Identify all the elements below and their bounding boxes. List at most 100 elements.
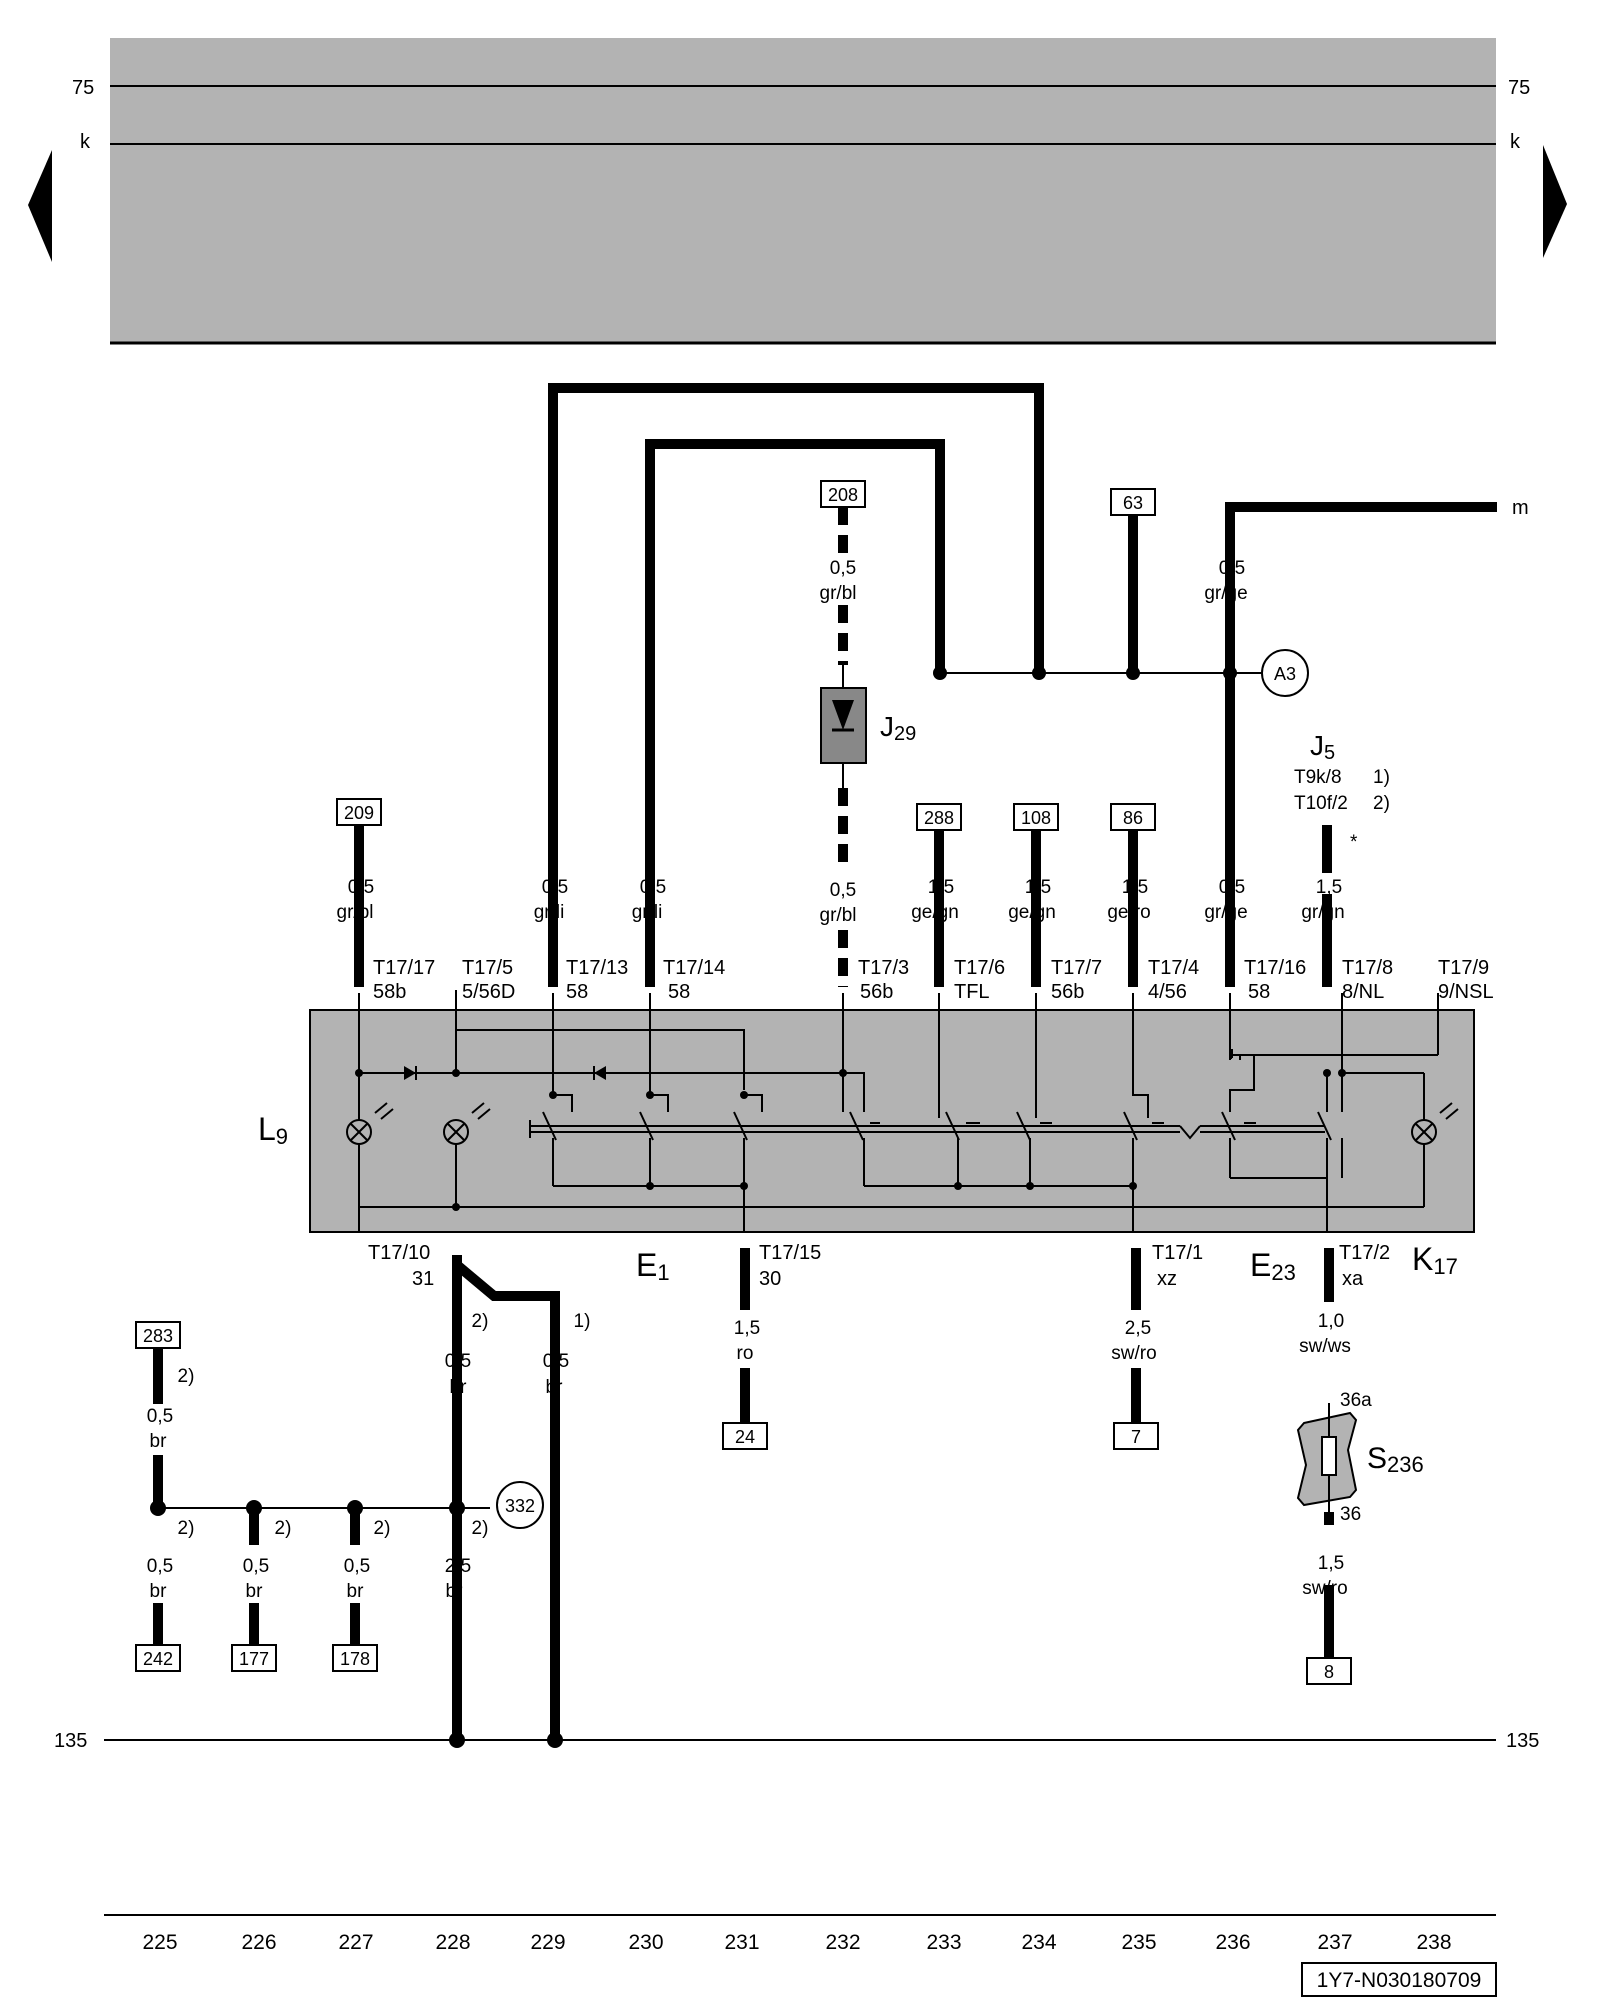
wire-note: 2) (178, 1518, 195, 1539)
pin-label: T17/8 (1342, 957, 1393, 979)
wire-label-color: gr/ge (1204, 902, 1247, 923)
diode-icon (832, 700, 854, 730)
wire-label-color: sw/ro (1111, 1343, 1156, 1364)
ref-box-63[interactable]: 63 (1110, 488, 1156, 516)
wire-label-color: gr/gn (1301, 902, 1344, 923)
switch-e1-label: E1 (636, 1247, 670, 1285)
column-numbers: 225 226 227 228 229 230 231 232 233 234 … (142, 1931, 1451, 1954)
column-number: 227 (338, 1931, 373, 1954)
ref-box-177-label: 177 (239, 1649, 269, 1669)
pin-term: 58 (668, 981, 690, 1003)
pin-term: 9/NSL (1438, 981, 1494, 1003)
wire-label-size: 0,5 (830, 558, 856, 579)
ref-box-178[interactable]: 178 (332, 1644, 378, 1672)
ref-box-178-label: 178 (340, 1649, 370, 1669)
ref-box-86[interactable]: 86 (1110, 803, 1156, 831)
pin-term: 56b (860, 981, 893, 1003)
lamp-k17-label: K17 (1412, 1241, 1458, 1279)
ref-box-283[interactable]: 283 (135, 1321, 181, 1349)
wire-label-size: 0,5 (1219, 877, 1245, 898)
wire-label-size: 0,5 (445, 1351, 471, 1372)
ref-circle-332 (496, 1481, 544, 1529)
lamp-icon (346, 1102, 394, 1145)
ref-box-108-label: 108 (1021, 808, 1051, 828)
wire-label-size: 1,5 (734, 1318, 760, 1339)
diagram-id-box (1301, 1962, 1497, 1997)
wire-label-size: 0,5 (147, 1406, 173, 1427)
top-wiring (548, 383, 1497, 987)
ref-box-242[interactable]: 242 (135, 1644, 181, 1672)
column-number: 229 (530, 1931, 565, 1954)
pin-label: T17/9 (1438, 957, 1489, 979)
wire-label-size: 1,5 (1025, 877, 1051, 898)
ref-circle-332-label: 332 (505, 1496, 535, 1516)
ref-box-208[interactable]: 208 (820, 480, 866, 508)
j5-connector-1: T9k/8 (1294, 767, 1342, 788)
fuse-pin-out: 36 (1340, 1504, 1361, 1525)
column-number: 237 (1317, 1931, 1352, 1954)
pin-term: 30 (759, 1268, 781, 1290)
diagram-id: 1Y7-N030180709 (1317, 1969, 1482, 1992)
ref-box-209[interactable]: 209 (336, 798, 382, 826)
column-number: 228 (435, 1931, 470, 1954)
ref-box-108[interactable]: 108 (1013, 803, 1059, 831)
light-switch-e1 (309, 1009, 1475, 1233)
wire-m (1225, 502, 1497, 987)
ref-box-288[interactable]: 288 (916, 803, 962, 831)
wire-label-color: br (246, 1581, 264, 1602)
wire-label-size: 0,5 (1219, 558, 1245, 579)
ref-box-177[interactable]: 177 (231, 1644, 277, 1672)
pin-label: T17/2 (1339, 1242, 1390, 1264)
diode-icon (594, 1066, 606, 1080)
rail-k-label-right: k (1510, 131, 1521, 153)
pin-label: T17/1 (1152, 1242, 1203, 1264)
ref-box-8[interactable]: 8 (1306, 1657, 1352, 1685)
ref-circle-a3-label: A3 (1274, 664, 1296, 684)
wire-label-color: gr/bl (820, 583, 857, 604)
rail-k-label-left: k (80, 131, 91, 153)
switch-junctions (355, 1069, 1346, 1211)
column-number: 233 (926, 1931, 961, 1954)
j5-star: * (1350, 832, 1358, 853)
ref-circle-a3 (1261, 649, 1309, 697)
ref-box-86-label: 86 (1123, 808, 1143, 828)
wire-note: 2) (472, 1518, 489, 1539)
pin-term: 5/56D (462, 981, 515, 1003)
wire-label-color: ge/ro (1107, 902, 1150, 923)
ref-box-8-label: 8 (1324, 1662, 1334, 1682)
pin-label: T17/6 (954, 957, 1005, 979)
pin-term: xa (1342, 1268, 1364, 1290)
j5-connector-2: T10f/2 (1294, 793, 1348, 814)
ref-box-288-label: 288 (924, 808, 954, 828)
ref-box-63-label: 63 (1123, 493, 1143, 513)
rail-75-label-left: 75 (72, 77, 94, 99)
wire-label-color: sw/ro (1302, 1578, 1347, 1599)
j5-label: J5 (1310, 730, 1335, 764)
lower-wiring (153, 1248, 1334, 1740)
column-number: 226 (241, 1931, 276, 1954)
ref-box-24[interactable]: 24 (722, 1422, 768, 1450)
next-page-arrow-icon[interactable] (1543, 145, 1567, 258)
column-number: 236 (1215, 1931, 1250, 1954)
wire-note: 2) (472, 1311, 489, 1332)
ref-box-7[interactable]: 7 (1113, 1422, 1159, 1450)
wire-label-color: gr/ge (1204, 583, 1247, 604)
pin-label: T17/15 (759, 1242, 821, 1264)
pin-term: 31 (412, 1268, 434, 1290)
wire-label-color: ge/gn (911, 902, 959, 923)
prev-page-arrow-icon[interactable] (28, 150, 52, 262)
pin-label: T17/4 (1148, 957, 1199, 979)
pin-term: xz (1157, 1268, 1177, 1290)
pin-label: T17/16 (1244, 957, 1306, 979)
switch-contacts (542, 1111, 1332, 1141)
pin-label: T17/3 (858, 957, 909, 979)
wire-label-size: 0,5 (830, 880, 856, 901)
wire-label-size: 2,5 (445, 1556, 471, 1577)
column-number: 230 (628, 1931, 663, 1954)
wire-label-color: br (347, 1581, 365, 1602)
top-wire-labels: 0,5gr/bl 0,5gr/li 0,5gr/li 0,5gr/bl 1,5g… (337, 558, 1345, 926)
pin-label: T17/7 (1051, 957, 1102, 979)
wire-loop-inner (645, 439, 945, 987)
ref-box-24-label: 24 (735, 1427, 755, 1447)
